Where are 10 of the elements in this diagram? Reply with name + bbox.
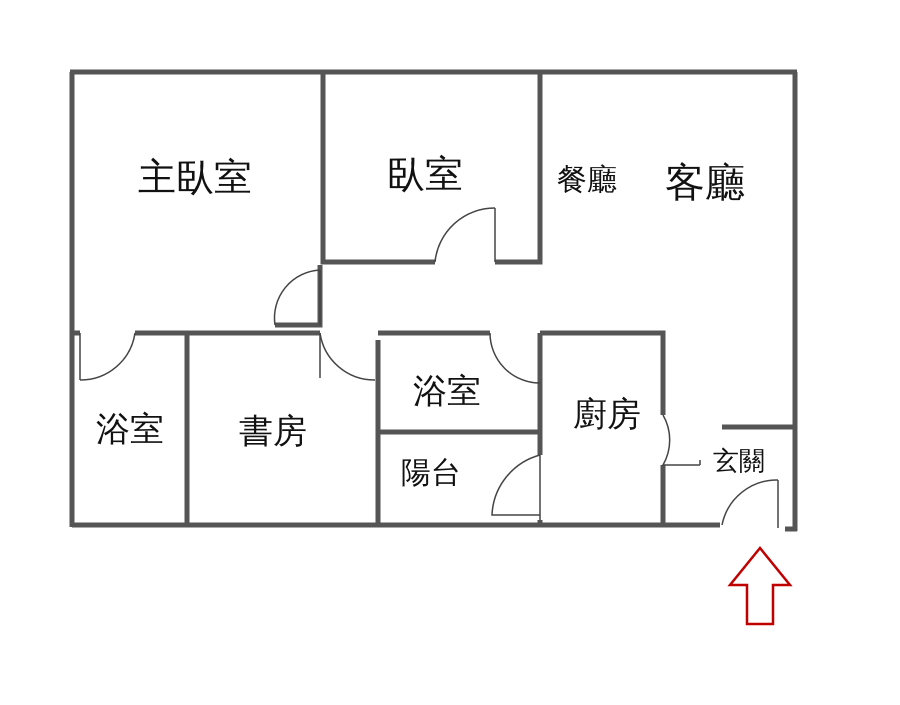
room-label: 書房 <box>239 413 307 451</box>
room-label: 浴室 <box>96 411 164 449</box>
room-label: 客廳 <box>665 161 745 205</box>
room-label: 浴室 <box>413 373 481 411</box>
room-label: 廚房 <box>573 396 641 434</box>
room-label: 主臥室 <box>138 157 252 199</box>
room-label: 餐廳 <box>557 164 617 196</box>
room-label: 玄關 <box>713 448 765 476</box>
room-label: 臥室 <box>387 154 463 196</box>
room-label: 陽台 <box>401 456 461 490</box>
